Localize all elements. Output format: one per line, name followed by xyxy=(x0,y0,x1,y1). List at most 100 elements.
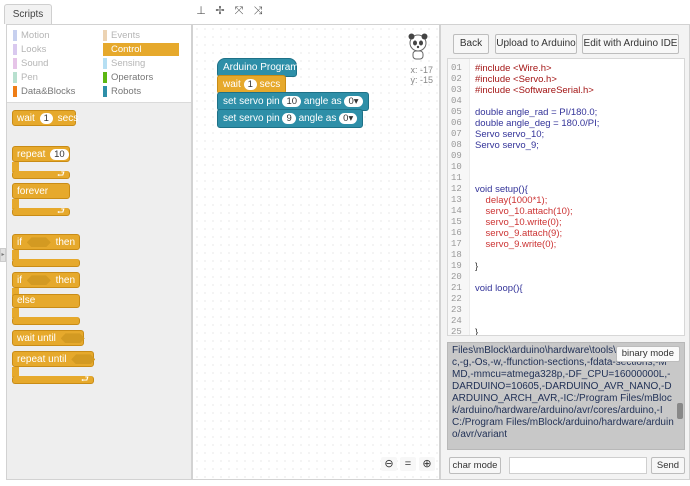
category-sound[interactable]: Sound xyxy=(13,57,97,70)
line-number: 15 xyxy=(451,217,462,227)
zoom-reset-icon[interactable]: = xyxy=(400,457,416,471)
serial-console[interactable]: Files\mBlock\arduino\hardware\tools\avr … xyxy=(447,342,685,450)
zoom-in-icon[interactable]: ⊕ xyxy=(419,457,435,471)
line-number: 25 xyxy=(451,327,462,336)
tab-bar: Scripts ⊥ ✢ ⤧ ⤨ xyxy=(0,0,690,24)
char-mode-button[interactable]: char mode xyxy=(449,457,501,474)
line-number-gutter xyxy=(448,59,470,335)
code-text: servo_9.write(0); xyxy=(475,239,557,250)
line-number: 06 xyxy=(451,118,462,128)
block-text: set servo pin xyxy=(223,96,280,107)
category-motion[interactable]: Motion xyxy=(13,29,97,42)
block-text: repeat until xyxy=(17,354,67,365)
block-text: forever xyxy=(17,186,49,197)
code-text: servo_10.write(0); xyxy=(475,217,562,228)
zoom-out-icon[interactable]: ⊖ xyxy=(381,457,397,471)
code-text: void loop(){ xyxy=(475,283,523,294)
line-number: 12 xyxy=(451,184,462,194)
forever-block[interactable]: forever xyxy=(12,183,70,199)
line-number: 01 xyxy=(451,63,462,73)
code-text: #include <SoftwareSerial.h> xyxy=(475,85,594,96)
edit-with-arduino-ide-button[interactable]: Edit with Arduino IDE xyxy=(582,34,679,54)
back-button[interactable]: Back xyxy=(453,34,489,54)
operators-color-swatch xyxy=(103,72,107,83)
data-color-swatch xyxy=(13,86,17,97)
category-sensing[interactable]: Sensing xyxy=(103,57,179,70)
if-then-else-block[interactable]: if then xyxy=(12,272,80,288)
grow-icon[interactable]: ⤧ xyxy=(234,5,244,17)
upload-to-arduino-button[interactable]: Upload to Arduino xyxy=(495,34,577,54)
block-text: Arduino Program xyxy=(223,62,299,73)
sprite-coordinates: x: -17 y: -15 xyxy=(410,65,433,85)
category-events[interactable]: Events xyxy=(103,29,179,42)
repeat-count-input[interactable]: 10 xyxy=(50,149,69,160)
wait-seconds-input[interactable]: 1 xyxy=(39,113,53,124)
code-editor[interactable]: 01#include <Wire.h>02#include <Servo.h>0… xyxy=(447,58,685,336)
tab-scripts[interactable]: Scripts xyxy=(4,4,52,24)
stamp-icon[interactable]: ⊥ xyxy=(196,5,206,17)
servo-pin-input[interactable]: 10 xyxy=(282,96,302,107)
line-number: 10 xyxy=(451,162,462,172)
loop-arrow-icon: ⮐ xyxy=(56,206,65,216)
wait-until-block[interactable]: wait until xyxy=(12,330,85,346)
wait-secs-block[interactable]: wait 1 secs xyxy=(12,110,79,126)
console-scrollbar[interactable] xyxy=(677,403,683,419)
line-number: 17 xyxy=(451,239,462,249)
line-number: 07 xyxy=(451,129,462,139)
block-text: else xyxy=(17,295,36,306)
collapse-palette-handle[interactable]: ▸ xyxy=(0,248,6,262)
control-color-swatch xyxy=(103,44,107,55)
shrink-icon[interactable]: ⤨ xyxy=(253,5,263,17)
panda-sprite-icon xyxy=(408,33,428,60)
binary-mode-button[interactable]: binary mode xyxy=(615,346,680,362)
category-looks[interactable]: Looks xyxy=(13,43,97,56)
arduino-code-panel: Back Upload to Arduino Edit with Arduino… xyxy=(440,24,690,480)
line-number: 24 xyxy=(451,316,462,326)
servo-angle-dropdown[interactable]: 0▾ xyxy=(344,96,363,107)
repeat-until-arm xyxy=(12,367,19,377)
block-text: angle as xyxy=(303,96,342,107)
category-label: Control xyxy=(111,44,142,55)
repeat-block[interactable]: repeat 10 xyxy=(12,146,70,162)
category-label: Pen xyxy=(21,72,38,83)
line-number: 18 xyxy=(451,250,462,260)
block-text: secs xyxy=(57,113,79,124)
category-control[interactable]: Control xyxy=(103,43,179,56)
set-servo-block-pin-9[interactable]: set servo pin 9 angle as 0▾ xyxy=(217,109,364,128)
category-data-blocks[interactable]: Data&Blocks xyxy=(13,85,97,98)
if-block-label: if then xyxy=(17,237,75,248)
serial-send-input[interactable] xyxy=(509,457,647,474)
repeat-block-label: repeat 10 xyxy=(17,149,71,160)
servo-pin-input[interactable]: 9 xyxy=(282,113,296,124)
category-pen[interactable]: Pen xyxy=(13,71,97,84)
repeat-until-block[interactable]: repeat until xyxy=(12,351,97,367)
line-number: 16 xyxy=(451,228,462,238)
condition-slot[interactable] xyxy=(26,275,51,286)
if-then-block[interactable]: if then xyxy=(12,234,80,250)
code-text: servo_10.attach(10); xyxy=(475,206,573,217)
condition-slot[interactable] xyxy=(26,237,51,248)
category-operators[interactable]: Operators xyxy=(103,71,179,84)
code-text: } xyxy=(475,327,479,336)
if-block-foot xyxy=(12,259,80,267)
condition-slot[interactable] xyxy=(60,333,85,344)
x-coordinate: x: -17 xyxy=(410,65,433,75)
scripts-area[interactable]: Arduino Program wait 1 secs set servo pi… xyxy=(192,24,440,480)
move-icon[interactable]: ✢ xyxy=(215,5,225,17)
set-servo-block-pin-10[interactable]: set servo pin 10 angle as 0▾ xyxy=(217,92,369,111)
category-label: Operators xyxy=(111,72,154,83)
servo-angle-dropdown[interactable]: 0▾ xyxy=(339,113,358,124)
wait-seconds-input[interactable]: 1 xyxy=(243,79,257,90)
condition-slot[interactable] xyxy=(71,354,96,365)
forever-block-foot: ⮐ xyxy=(12,206,70,216)
repeat-until-label: repeat until xyxy=(17,354,97,365)
category-robots[interactable]: Robots xyxy=(103,85,179,98)
else-block-section: else xyxy=(12,294,80,308)
line-number: 20 xyxy=(451,272,462,282)
stage-tools: ⊥ ✢ ⤧ ⤨ xyxy=(196,5,263,17)
block-text: then xyxy=(55,237,76,248)
code-text: #include <Wire.h> xyxy=(475,63,552,74)
line-number: 19 xyxy=(451,261,462,271)
block-text: angle as xyxy=(298,113,337,124)
send-button[interactable]: Send xyxy=(651,457,685,474)
